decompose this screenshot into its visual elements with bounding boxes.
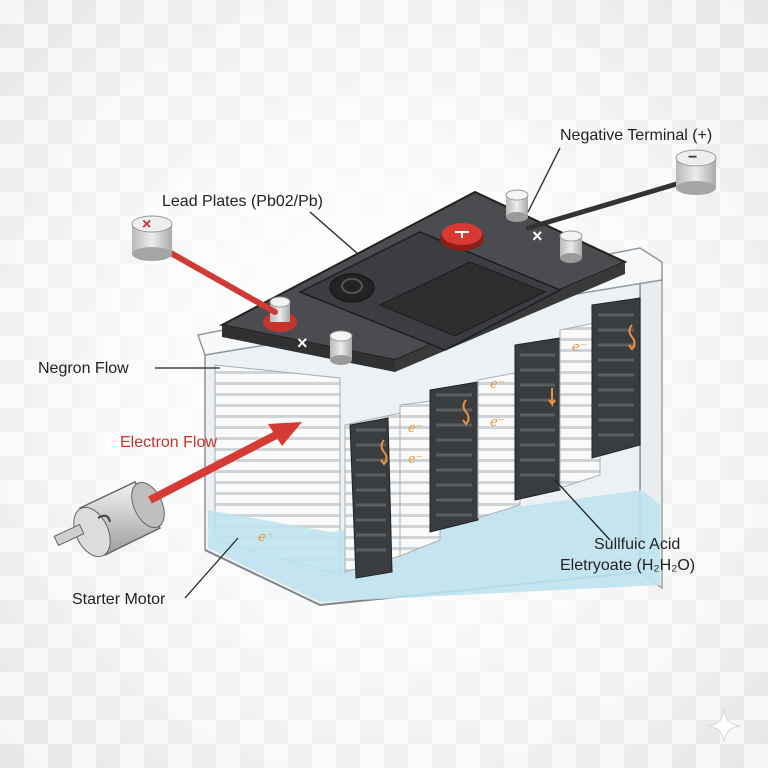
electron-glyph: e⁻ bbox=[572, 340, 587, 355]
electron-flow-label: Electron Flow bbox=[120, 434, 217, 451]
electron-flow-arrow bbox=[148, 422, 302, 504]
left-post-2 bbox=[329, 330, 353, 365]
right-post-1 bbox=[505, 189, 529, 222]
left-terminal-post bbox=[263, 296, 297, 332]
cell-4 bbox=[591, 297, 641, 459]
electron-flow-marks bbox=[380, 324, 636, 466]
left-cable-cap bbox=[131, 215, 173, 261]
right-cap-mark: − bbox=[688, 149, 698, 166]
cell-3 bbox=[514, 321, 601, 501]
lead-plates-label: Lead Plates (Pb02/Pb) bbox=[162, 193, 323, 210]
electrolyte-label-line2: Eletryoate (H₂H₂O) bbox=[560, 557, 696, 574]
positive-cable bbox=[159, 245, 278, 315]
electron-glyph: e⁻ bbox=[490, 415, 505, 430]
electron-glyph: e⁻ bbox=[490, 377, 505, 392]
electron-glyph: e⁻ bbox=[258, 530, 273, 545]
right-plus-mark: × bbox=[532, 226, 543, 246]
leader-lines bbox=[155, 147, 611, 599]
indicator-cap bbox=[440, 223, 484, 251]
negron-flow-label: Negron Flow bbox=[38, 360, 129, 377]
electron-glyph: e⁻ bbox=[408, 421, 423, 436]
electron-glyph: e⁻ bbox=[408, 452, 423, 467]
cell-2 bbox=[429, 371, 521, 533]
electrolyte bbox=[208, 490, 660, 602]
negative-terminal-label: Negative Terminal (+) bbox=[560, 127, 713, 144]
starter-motor-label: Starter Motor bbox=[72, 591, 166, 608]
left-plus-mark: × bbox=[297, 333, 308, 353]
sparkle-icon bbox=[707, 709, 741, 743]
left-cap-mark: × bbox=[142, 216, 152, 233]
electrolyte-label-line1: Sullfuic Acid bbox=[594, 536, 681, 553]
starter-motor bbox=[53, 481, 165, 558]
right-cable-cap bbox=[675, 149, 717, 195]
negative-cable bbox=[525, 177, 693, 231]
battery-lid bbox=[219, 190, 628, 372]
right-post-2 bbox=[559, 230, 583, 263]
